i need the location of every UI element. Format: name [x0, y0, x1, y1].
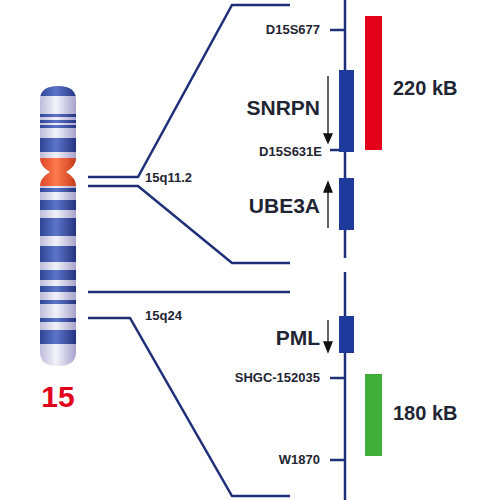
size-label: 180 kB [393, 402, 458, 424]
marker-name: SHGC-152035 [235, 371, 320, 385]
size-label: 220 kB [393, 77, 458, 99]
marker-name: D15S631E [259, 145, 322, 159]
marker-name: D15S677 [266, 23, 320, 37]
gene-name: PML [276, 326, 320, 349]
marker-name: W1870 [279, 453, 320, 467]
gene-name: UBE3A [249, 194, 320, 217]
chromosome-number: 15 [41, 380, 74, 413]
band-label: 15q11.2 [145, 171, 192, 185]
band-label: 15q24 [145, 309, 182, 323]
gene-name: SNRPN [246, 96, 320, 119]
